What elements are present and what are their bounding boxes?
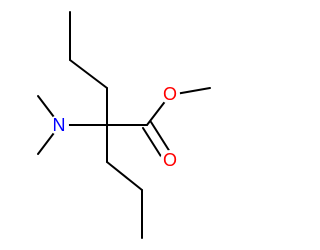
nitrogen-atom: N xyxy=(49,115,69,135)
carbonyl-oxygen-label: O xyxy=(163,150,177,170)
carbonyl-oxygen-atom: O xyxy=(160,150,180,170)
bond-upper-propyl-2 xyxy=(69,59,108,89)
bond-carbonyl-double-1 xyxy=(142,127,163,159)
bond-carbonyl-double-2 xyxy=(150,121,171,153)
ether-oxygen-atom: O xyxy=(160,84,180,104)
molecule-structure-diagram: O O N xyxy=(37,11,211,239)
bond-lower-propyl-2 xyxy=(106,161,143,191)
nitrogen-label: N xyxy=(53,115,66,135)
ether-oxygen-label: O xyxy=(163,84,177,104)
